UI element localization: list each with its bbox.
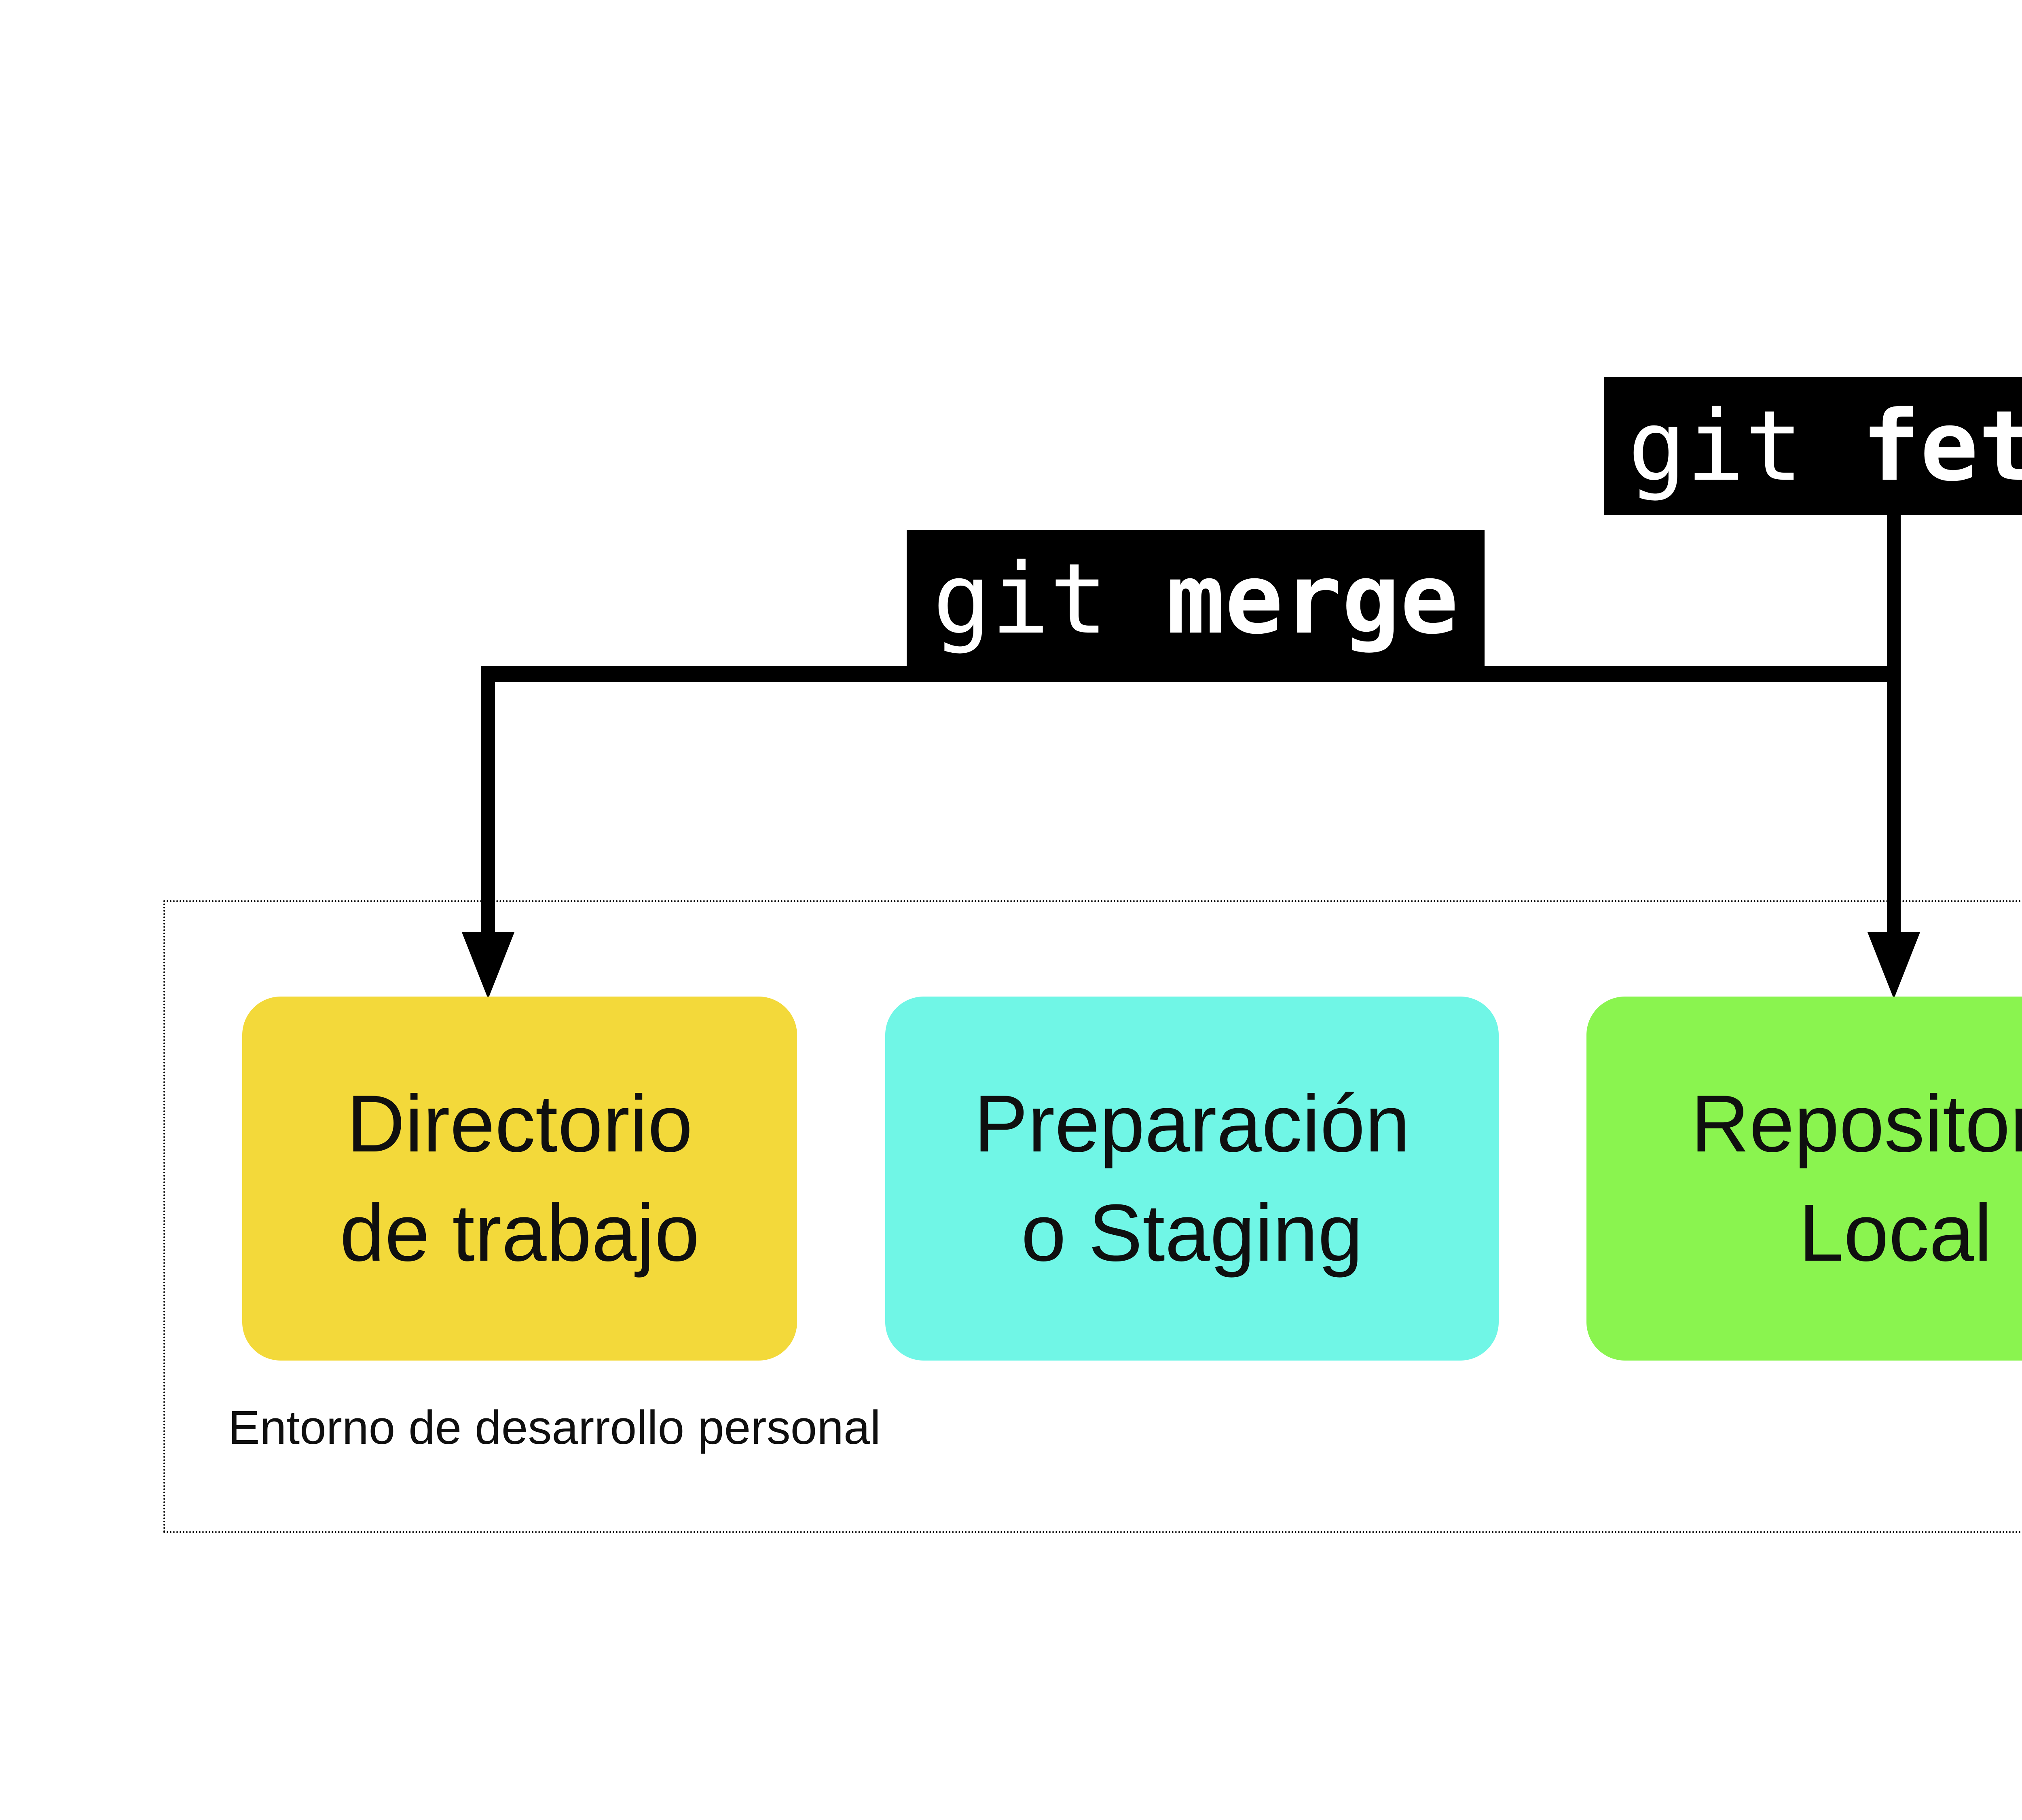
fetch-arrowhead-icon	[1868, 932, 1920, 999]
git-fetch-prefix: git	[1628, 389, 1803, 503]
node-local-repository-label: Repositorio Local	[1691, 1079, 2022, 1278]
node-working-directory-label: Directorio de trabajo	[340, 1079, 700, 1278]
node-working-directory: Directorio de trabajo	[242, 997, 797, 1361]
fetch-connector-vertical	[1887, 515, 1901, 944]
node-staging-area: Preparación o Staging	[885, 997, 1499, 1361]
merge-connector-vertical	[481, 666, 495, 940]
personal-env-container: Directorio de trabajo Preparación o Stag…	[163, 900, 2022, 1533]
git-merge-command-label: git merge	[907, 530, 1485, 668]
node-staging-area-label: Preparación o Staging	[974, 1079, 1410, 1278]
merge-arrowhead-icon	[462, 932, 514, 999]
personal-env-label: Entorno de desarrollo personal	[228, 1401, 881, 1454]
git-fetch-name: fetch	[1861, 389, 2022, 503]
git-merge-prefix: git	[933, 542, 1108, 656]
git-fetch-command-label: git fetch	[1604, 377, 2022, 515]
git-merge-name: merge	[1166, 542, 1459, 656]
node-local-repository: Repositorio Local	[1586, 997, 2022, 1361]
merge-connector-horizontal	[481, 666, 1901, 682]
